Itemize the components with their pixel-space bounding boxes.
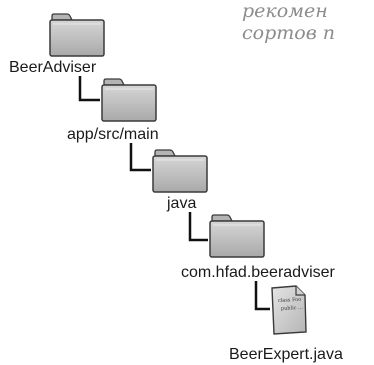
connector-line-3 [188,212,208,242]
folder-label-com-hfad-beeradviser: com.hfad.beeradviser [181,264,335,281]
folder-icon [101,78,157,122]
folder-icon [49,13,105,57]
connector-line-1 [78,76,100,102]
handwritten-note: рекомен сортов п [242,0,374,44]
connector-line-2 [129,143,151,172]
connector-line-4 [254,281,270,311]
folder-label-java: java [167,195,197,212]
folder-icon [152,149,208,193]
java-file-icon: class Foo public ... [271,285,307,335]
file-icon-text-2: public ... [281,305,304,312]
file-icon-text-1: class Foo [278,297,302,304]
folder-label-app-src-main: app/src/main [67,126,159,143]
note-line-2: сортов п [242,22,336,44]
folder-icon [209,214,265,258]
folder-label-beeradviser: BeerAdviser [9,59,97,76]
note-line-1: рекомен [242,0,328,22]
file-label-beerexpert-java: BeerExpert.java [229,346,343,363]
